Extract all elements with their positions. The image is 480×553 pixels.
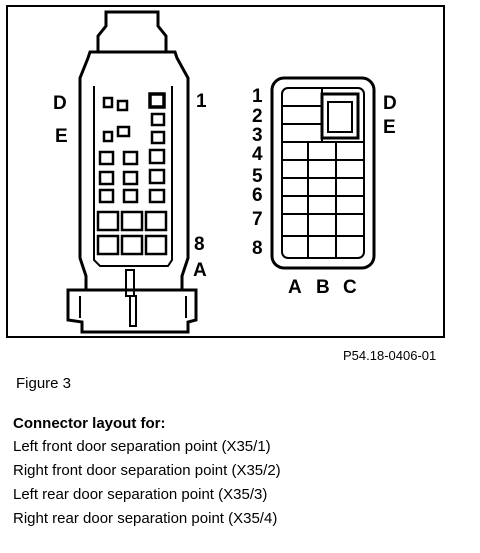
figure-title: Figure 3: [16, 375, 72, 392]
right-connector-row-label-5: 5: [252, 166, 263, 187]
left-connector-housing: [66, 10, 198, 334]
left-connector-label-1: 1: [196, 91, 207, 112]
left-connector-label-d: D: [53, 93, 67, 114]
left-connector-label-e: E: [55, 126, 68, 147]
right-connector-row-label-7: 7: [252, 209, 263, 230]
right-connector-row-label-1: 1: [252, 86, 263, 107]
left-connector-label-8: 8: [194, 234, 205, 255]
right-connector-label-d: D: [383, 93, 397, 114]
right-connector-row-label-3: 3: [252, 125, 263, 146]
left-connector-label-a: A: [193, 260, 207, 281]
right-connector-col-label-a: A: [288, 277, 302, 298]
caption-line: Left front door separation point (X35/1): [13, 438, 271, 455]
right-connector-col-label-c: C: [343, 277, 357, 298]
figure-frame: [6, 5, 445, 338]
right-connector-row-label-8: 8: [252, 238, 263, 259]
caption-line: Left rear door separation point (X35/3): [13, 486, 268, 503]
right-connector-row-label-4: 4: [252, 144, 263, 165]
right-connector-row-label-6: 6: [252, 185, 263, 206]
right-connector-col-label-b: B: [316, 277, 330, 298]
caption-line: Right rear door separation point (X35/4): [13, 510, 278, 527]
figure-code: P54.18-0406-01: [343, 348, 437, 363]
right-connector-label-e: E: [383, 117, 396, 138]
caption-line: Right front door separation point (X35/2…: [13, 462, 281, 479]
caption-heading: Connector layout for:: [13, 415, 166, 432]
left-connector-cavities: [96, 92, 168, 256]
right-connector-row-label-2: 2: [252, 106, 263, 127]
right-connector-grid: [282, 88, 364, 258]
